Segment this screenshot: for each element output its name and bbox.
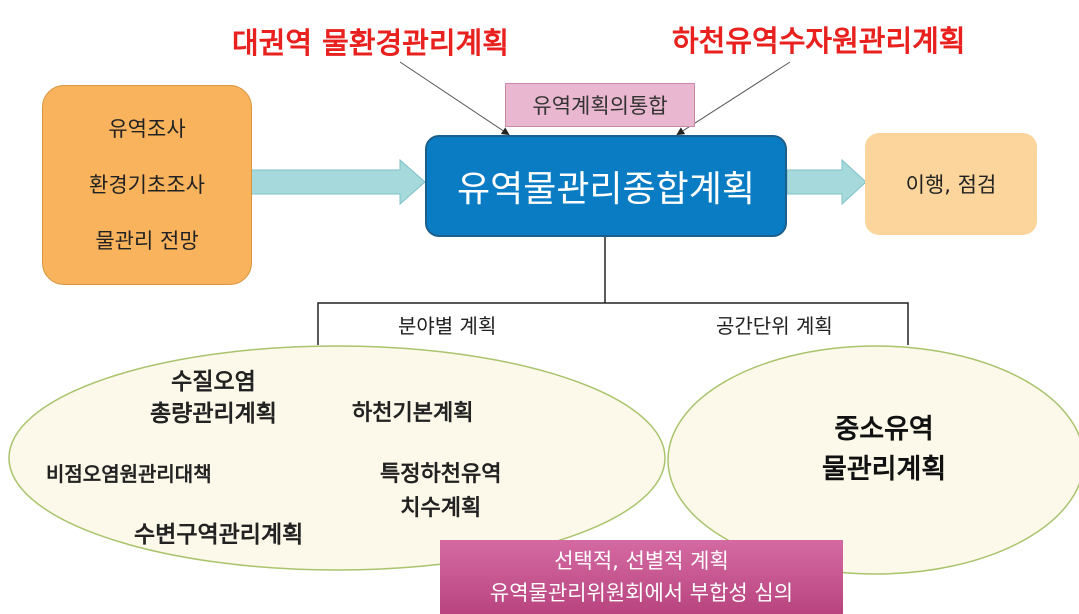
integration-label: 유역계획의통합 bbox=[505, 83, 695, 127]
review-note-line1: 선택적, 선별적 계획 bbox=[554, 549, 729, 573]
output-arrow bbox=[786, 158, 867, 206]
branch-line bbox=[317, 302, 909, 345]
input-arrow bbox=[249, 158, 426, 206]
branch-space-label: 공간단위 계획 bbox=[716, 314, 833, 338]
arrow-left-title bbox=[399, 61, 510, 136]
plan-riparian: 수변구역관리계획 bbox=[134, 522, 304, 548]
main-plan-box: 유역물관리종합계획 bbox=[425, 135, 787, 237]
title-water-resource-plan: 하천유역수자원관리계획 bbox=[672, 24, 966, 58]
plan-nonpoint: 비점오염원관리대책 bbox=[46, 462, 212, 486]
input-environment-survey: 환경기초조사 bbox=[89, 173, 205, 197]
title-regional-plan: 대권역 물환경관리계획 bbox=[232, 26, 509, 60]
field-plans-ellipse bbox=[8, 345, 666, 571]
review-note-line2: 유역물관리위원회에서 부합성 심의 bbox=[489, 581, 794, 605]
space-plans-ellipse bbox=[667, 345, 1079, 575]
plan-water-quality-line1: 수질오염 bbox=[171, 369, 256, 395]
plan-small-basin: 중소유역 물관리계획 bbox=[822, 410, 946, 490]
arrow-right-title bbox=[676, 61, 791, 136]
plan-small-basin-line2: 물관리계획 bbox=[822, 454, 947, 485]
inputs-box: 유역조사 환경기초조사 물관리 전망 bbox=[42, 85, 252, 285]
plan-special-river-line1: 특정하천유역 bbox=[380, 462, 502, 487]
input-basin-survey: 유역조사 bbox=[108, 117, 186, 141]
plan-water-quality-line2: 총량관리계획 bbox=[150, 401, 277, 427]
output-box: 이행, 점검 bbox=[865, 133, 1037, 235]
plan-special-river: 특정하천유역 치수계획 bbox=[380, 458, 501, 526]
branch-field-label: 분야별 계획 bbox=[398, 314, 497, 338]
plan-river-basic: 하천기본계획 bbox=[352, 401, 474, 426]
input-water-outlook: 물관리 전망 bbox=[95, 229, 199, 253]
review-note-box: 선택적, 선별적 계획 유역물관리위원회에서 부합성 심의 bbox=[440, 540, 843, 614]
plan-water-quality: 수질오염 총량관리계획 bbox=[150, 366, 277, 430]
plan-special-river-line2: 치수계획 bbox=[400, 496, 482, 521]
plan-small-basin-line1: 중소유역 bbox=[834, 414, 934, 445]
